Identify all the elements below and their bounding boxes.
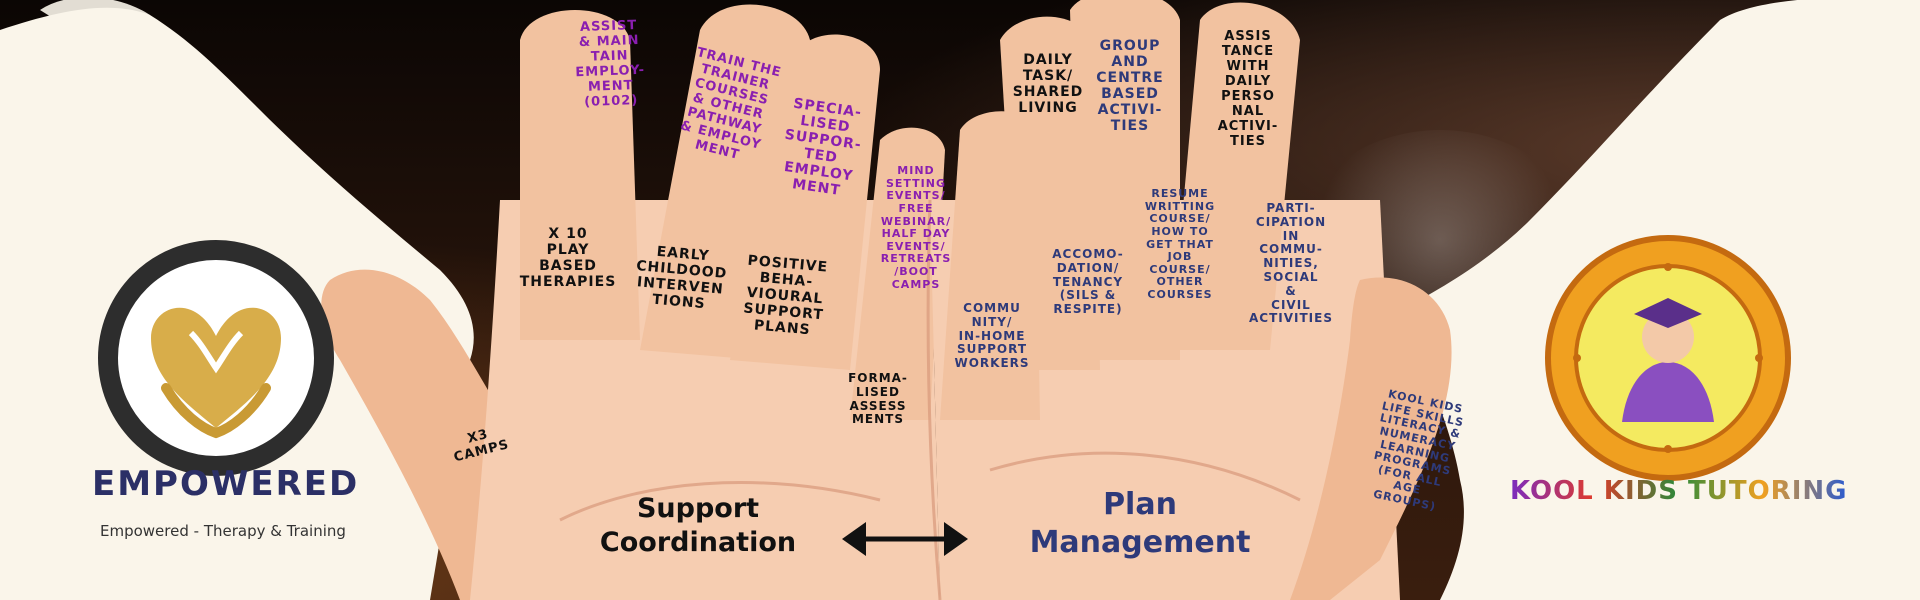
kool-kids-name-text: KOOL KIDS TUTORING [1510, 476, 1848, 506]
plan-management-heading: Plan Management [1029, 487, 1251, 560]
label-assistance-daily: ASSIS TANCE WITH DAILY PERSO NAL ACTIVI-… [1217, 29, 1279, 149]
label-assist-employment: ASSIST & MAIN TAIN EMPLOY- MENT (0102) [575, 18, 646, 110]
label-community-support: COMMU NITY/ IN-HOME SUPPORT WORKERS [954, 301, 1030, 371]
support-coordination-heading: Support Coordination [599, 493, 797, 558]
label-resume-course: RESUME WRITTING COURSE/ HOW TO GET THAT … [1144, 187, 1216, 302]
label-formalised-assessments: FORMA- LISED ASSESS MENTS [848, 371, 908, 427]
label-mind-setting: MIND SETTING EVENTS/ FREE WEBINAR/ HALF … [880, 164, 952, 291]
label-early-childhood: EARLY CHILDOOD INTERVEN TIONS [635, 243, 728, 313]
tutor-emblem-icon [1545, 235, 1791, 481]
label-accommodation: ACCOMO- DATION/ TENANCY (SILS & RESPITE) [1052, 247, 1124, 317]
label-play-therapies: X 10 PLAY BASED THERAPIES [519, 226, 617, 291]
label-group-centre: GROUP AND CENTRE BASED ACTIVI- TIES [1096, 38, 1164, 135]
label-daily-task: DAILY TASK/ SHARED LIVING [1012, 52, 1084, 117]
double-arrow-icon [842, 522, 968, 556]
empowered-brand-name: EMPOWERED [92, 464, 360, 504]
kool-kids-brand-name: KOOL KIDS TUTORING [1510, 476, 1847, 506]
label-positive-behaviour: POSITIVE BEHA- VIOURAL SUPPORT PLANS [742, 252, 829, 339]
hands-heart-icon [98, 240, 334, 476]
label-participation: PARTI- CIPATION IN COMMU- NITIES, SOCIAL… [1249, 201, 1333, 326]
empowered-tagline: Empowered - Therapy & Training [100, 522, 346, 540]
